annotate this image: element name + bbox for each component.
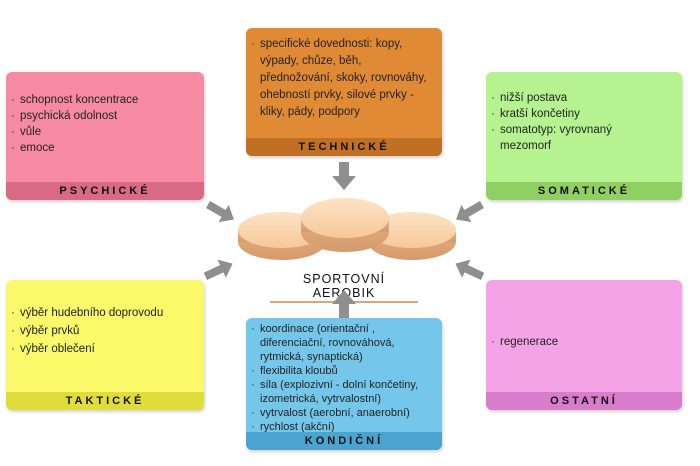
ostatni-list: regenerace [490, 334, 558, 350]
arrow-right-up-icon [203, 259, 233, 280]
list-item: vytrvalost (aerobní, anaerobní) [250, 406, 438, 420]
list-item: emoce [10, 140, 138, 156]
list-item: koordinace (orientační , diferenciační, … [250, 322, 438, 364]
list-item: somatotyp: vyrovnaný mezomorf [490, 122, 660, 154]
arrow-up-icon [332, 290, 356, 318]
takticke-title: TAKTICKÉ [6, 392, 204, 410]
list-item: výběr prvků [10, 322, 163, 340]
disc-center [301, 198, 389, 252]
psychicke-box: schopnost koncentrace psychická odolnost… [6, 72, 204, 200]
arrow-right-down-icon [206, 201, 234, 223]
list-item: nižší postava [490, 90, 660, 106]
psychicke-list: schopnost koncentrace psychická odolnost… [10, 92, 138, 156]
list-item: rychlost (akční) [250, 420, 438, 434]
list-item: regenerace [490, 334, 558, 350]
kondicni-list: koordinace (orientační , diferenciační, … [250, 322, 438, 434]
kondicni-title: KONDIČNÍ [246, 432, 442, 450]
technicke-title: TECHNICKÉ [246, 138, 442, 156]
list-item: schopnost koncentrace [10, 92, 138, 108]
arrow-left-up-icon [455, 259, 485, 280]
ostatni-title: OSTATNÍ [486, 392, 682, 410]
technicke-box: specifické dovednosti: kopy, výpady, chů… [246, 28, 442, 156]
somaticke-list: nižší postava kratší končetiny somatotyp… [490, 90, 660, 154]
list-item: síla (explozivní - dolní končetiny, izom… [250, 378, 438, 406]
list-item: kratší končetiny [490, 106, 660, 122]
arrow-left-down-icon [456, 201, 484, 223]
center-discs [238, 198, 456, 260]
list-item: psychická odolnost [10, 108, 138, 124]
list-item: výběr oblečení [10, 340, 163, 358]
somaticke-title: SOMATICKÉ [486, 182, 682, 200]
list-item: výběr hudebního doprovodu [10, 304, 163, 322]
somaticke-box: nižší postava kratší končetiny somatotyp… [486, 72, 682, 200]
list-item: specifické dovednosti: kopy, výpady, chů… [250, 36, 432, 121]
ostatni-box: regenerace OSTATNÍ [486, 280, 682, 410]
takticke-list: výběr hudebního doprovodu výběr prvků vý… [10, 304, 163, 358]
kondicni-box: koordinace (orientační , diferenciační, … [246, 318, 442, 450]
technicke-list: specifické dovednosti: kopy, výpady, chů… [250, 36, 432, 121]
disc-right [368, 212, 456, 260]
list-item: flexibilita kloubů [250, 364, 438, 378]
psychicke-title: PSYCHICKÉ [6, 182, 204, 200]
list-item: vůle [10, 124, 138, 140]
takticke-box: výběr hudebního doprovodu výběr prvků vý… [6, 280, 204, 410]
arrow-down-icon [332, 162, 356, 190]
